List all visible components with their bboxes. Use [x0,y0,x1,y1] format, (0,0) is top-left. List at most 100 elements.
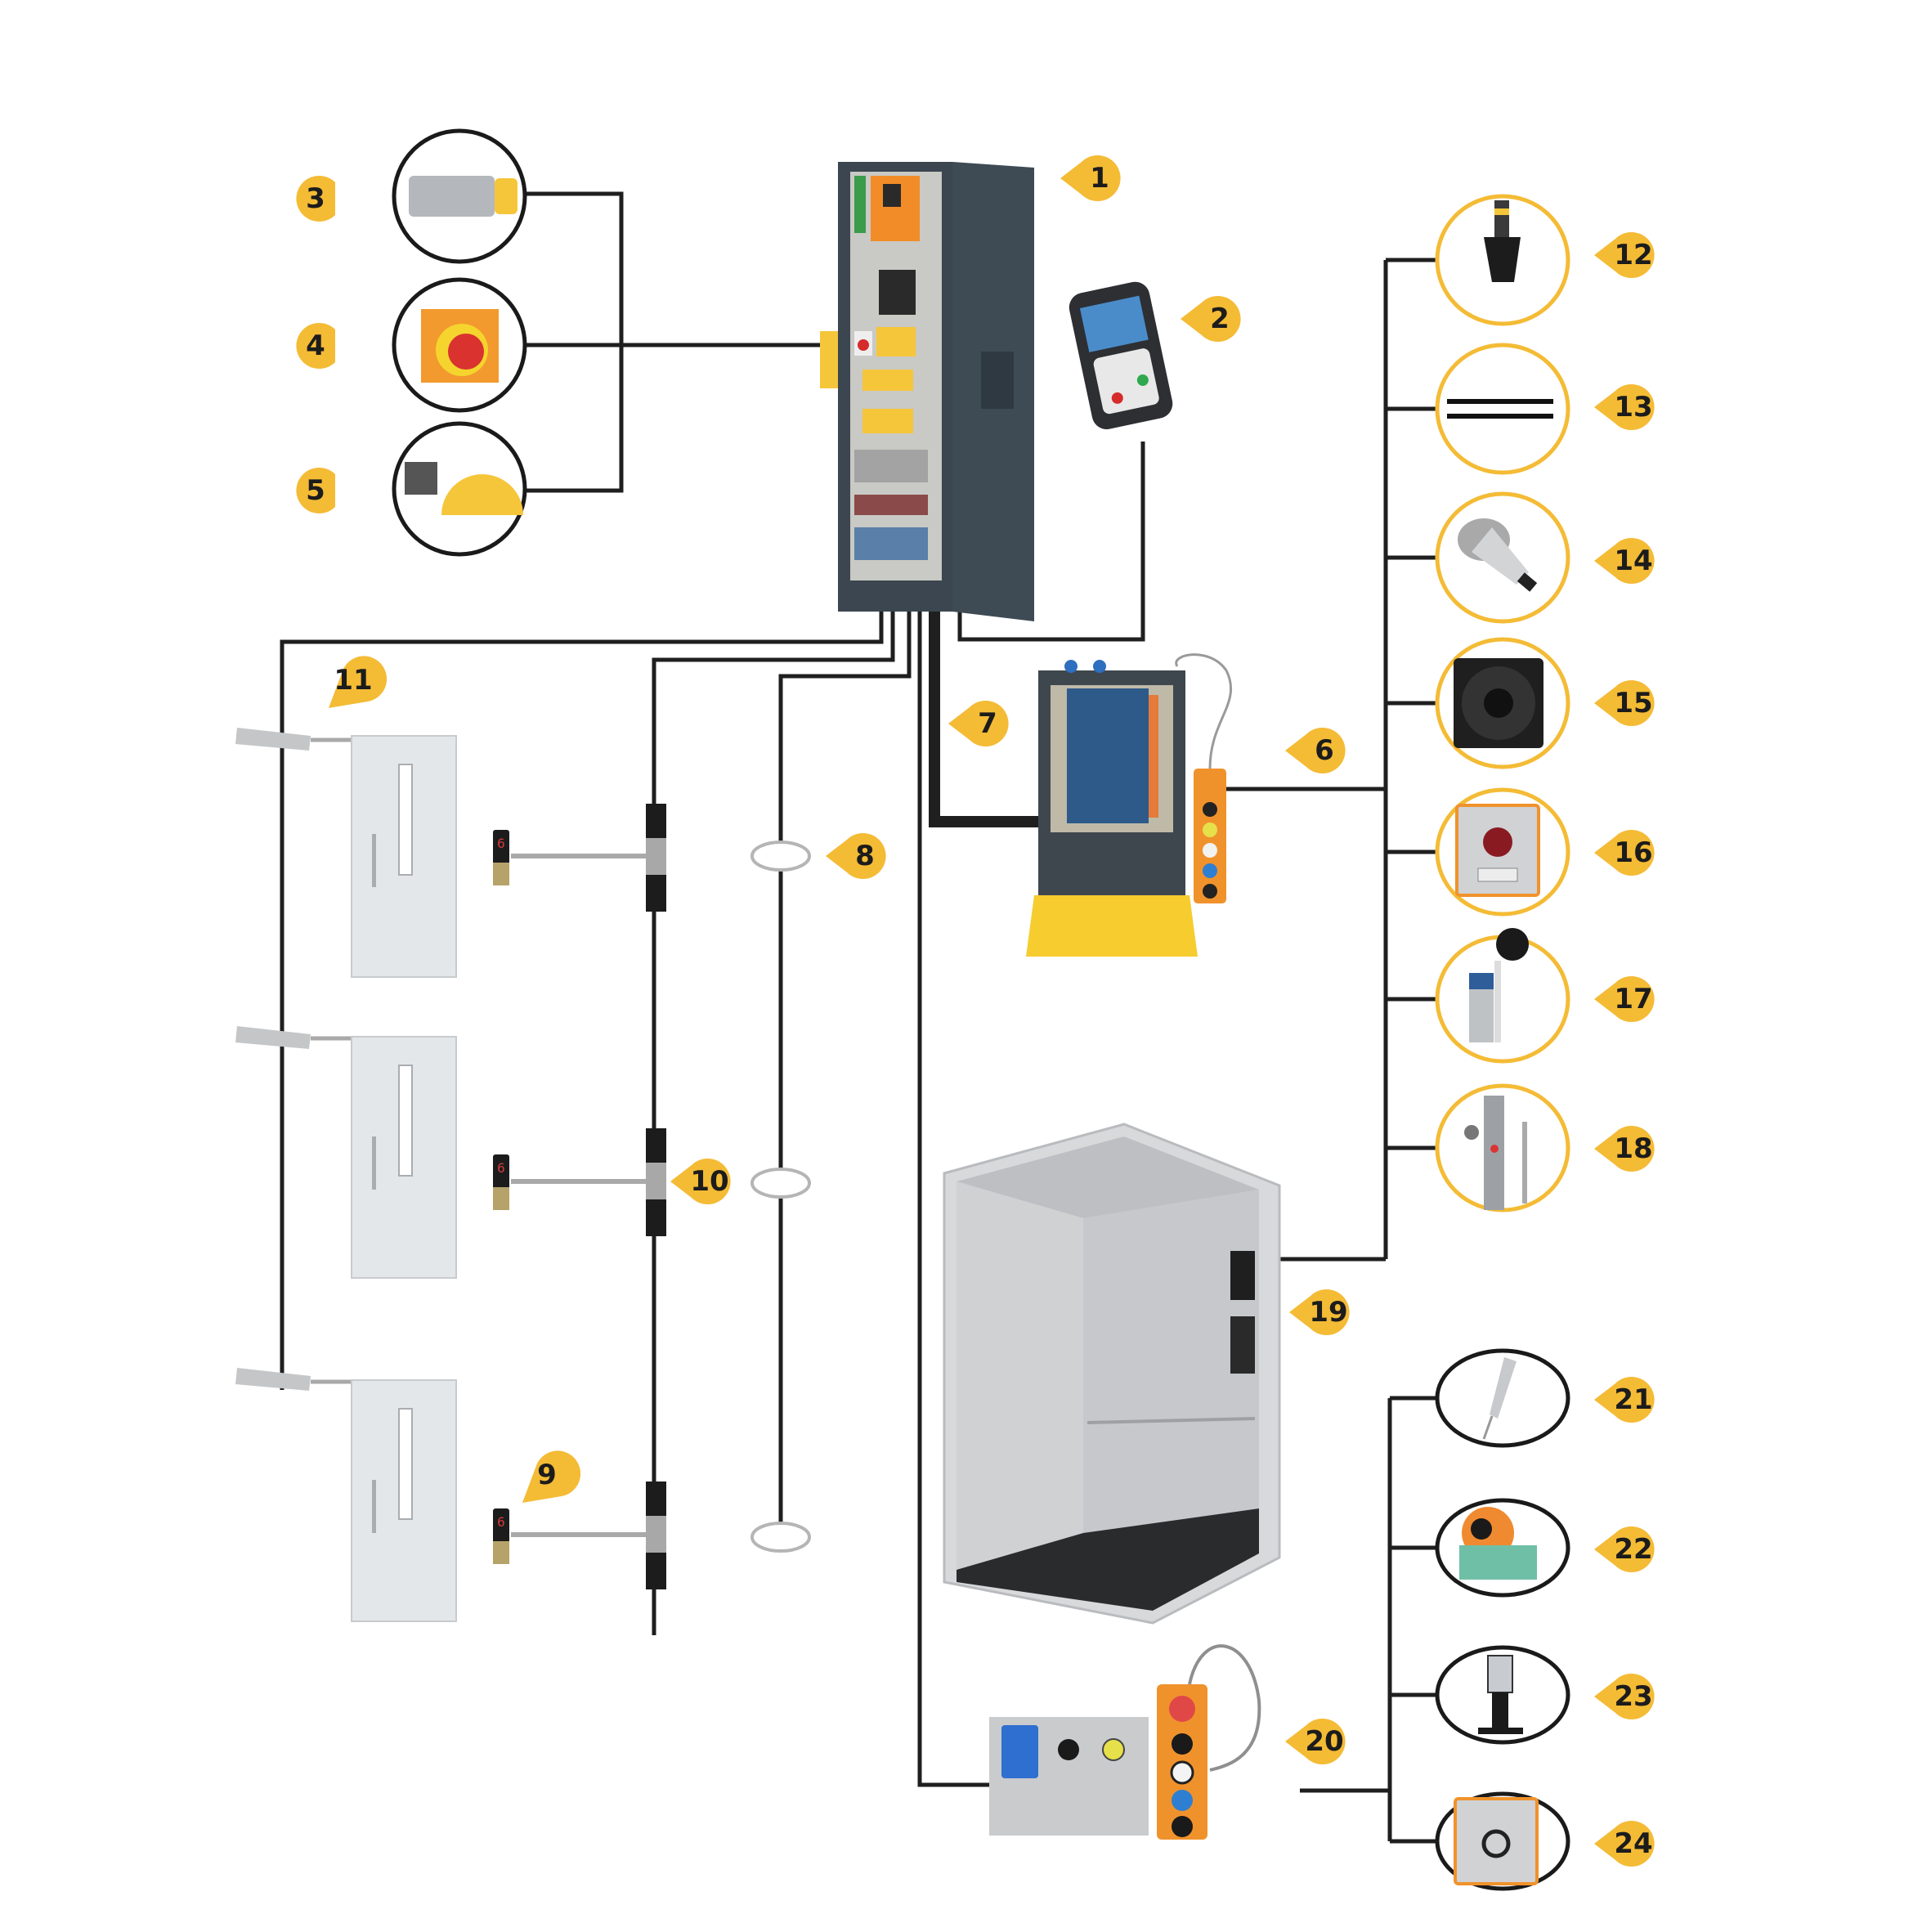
pit-pendant-run [1172,1790,1193,1811]
breakers-row-2 [862,409,913,433]
wire-machine-bus [523,191,624,493]
pendant-light [1203,823,1217,837]
badge-shape [296,323,335,369]
terminal-screen [1079,295,1149,352]
badge-label: 11 [334,664,372,697]
inspection-buttons [876,327,916,356]
intercom-handset[interactable] [1435,1348,1570,1448]
badge-shape [1594,830,1655,876]
callout-3: 3 [296,176,335,222]
cartop-terminals [1149,695,1158,818]
badge-shape [826,833,886,879]
controller-cabinet[interactable] [820,162,1034,621]
pulley-bracket [1459,1545,1537,1580]
contactors [854,450,928,482]
geared-machine[interactable] [392,421,527,557]
travelling-cable-line [929,609,1038,827]
bulb-base [1517,572,1538,592]
switch-head [1469,973,1494,989]
gearless-machine[interactable] [392,128,527,264]
drive-display [883,184,901,207]
wire-landing-panels [652,609,895,1635]
callout-8: 8 [826,833,886,879]
limit-switch[interactable] [1435,928,1570,1064]
pit-buffer[interactable] [1435,1645,1570,1745]
indicator-digit: 6 [497,1514,505,1530]
pendant-run [1203,863,1217,878]
safety-gear-switch[interactable] [1435,1083,1570,1213]
door-handle [372,1136,376,1190]
cable-gland [1093,660,1106,673]
badge-shape [1594,1821,1655,1867]
door-latch [981,352,1014,409]
relays [854,495,928,515]
elevator-car[interactable] [943,1123,1281,1625]
callout-13: 13 [1594,384,1655,430]
badge-label: 2 [1210,303,1230,335]
badge-label: 8 [855,840,875,872]
sensor-band [1494,208,1509,215]
badge-shape [296,468,335,513]
pendant-cable [1175,653,1232,769]
fan-hub [1484,688,1513,718]
callout-2: 2 [1181,296,1241,342]
car-handrail [1086,1417,1256,1424]
light-curtain[interactable] [1435,343,1570,475]
car-top-control-box[interactable] [1026,653,1232,957]
callout-24: 24 [1594,1821,1655,1867]
shaft-cable-rings [750,840,811,1553]
badge-shape [1289,1289,1350,1335]
alarm-button-box[interactable] [1435,787,1570,917]
handheld-programming-terminal[interactable] [1066,279,1175,432]
curtain-strip-1 [1447,399,1553,404]
estop-mushroom [448,334,484,370]
badge-label: 1 [1090,162,1109,195]
pit-inspection-box[interactable] [989,1644,1261,1840]
photocell-sensor[interactable] [1435,194,1570,326]
callout-23: 23 [1594,1674,1655,1719]
badge-shape [1594,232,1655,278]
pit-pendant-key [1172,1733,1193,1755]
handset [1490,1357,1517,1419]
door-lock-device[interactable] [235,1026,311,1049]
emergency-stop-button[interactable] [392,277,527,413]
landing-floor-2: 6 [235,1026,666,1279]
bulb-heatsink [1472,527,1529,585]
breakers-row-1 [862,370,913,391]
wire-door-locks [280,609,884,1390]
door-lock-device[interactable] [235,1368,311,1391]
callout-18: 18 [1594,1126,1655,1172]
badge-label: 23 [1614,1680,1652,1713]
overspeed-governor-tension-pulley[interactable] [1435,1498,1570,1598]
safety-indicator [1490,1145,1499,1153]
indicator-base [493,863,509,885]
stop-switch-box [1454,1797,1539,1885]
badge-label: 20 [1305,1725,1343,1758]
stop-switch-knob [1481,1829,1511,1858]
badge-label: 7 [978,707,997,740]
car-fan[interactable] [1435,637,1570,769]
door-lock-device[interactable] [235,728,311,751]
switch-arm [1494,961,1501,1042]
callout-17: 17 [1594,976,1655,1022]
sensor-bracket [1484,237,1521,282]
indicator-digit: 6 [497,836,505,851]
badge-label: 19 [1309,1296,1347,1329]
badge-shape [329,656,388,708]
terminal-red-key [1111,392,1123,404]
cartop-cover [1026,895,1198,957]
callout-16: 16 [1594,830,1655,876]
badge-shape [1285,1719,1346,1764]
callout-1: 1 [1060,155,1121,201]
badge-shape [1594,1526,1655,1572]
buffer-base [1478,1728,1523,1734]
pit-stop-switch[interactable] [1435,1791,1570,1891]
pit-light-switch [1058,1739,1079,1760]
side-switch [820,331,838,388]
callout-9: 9 [522,1450,581,1503]
door-window [398,764,413,876]
badge-label: 3 [306,182,325,215]
car-light-bulb[interactable] [1435,491,1570,624]
terminal-green-key [1136,374,1149,386]
